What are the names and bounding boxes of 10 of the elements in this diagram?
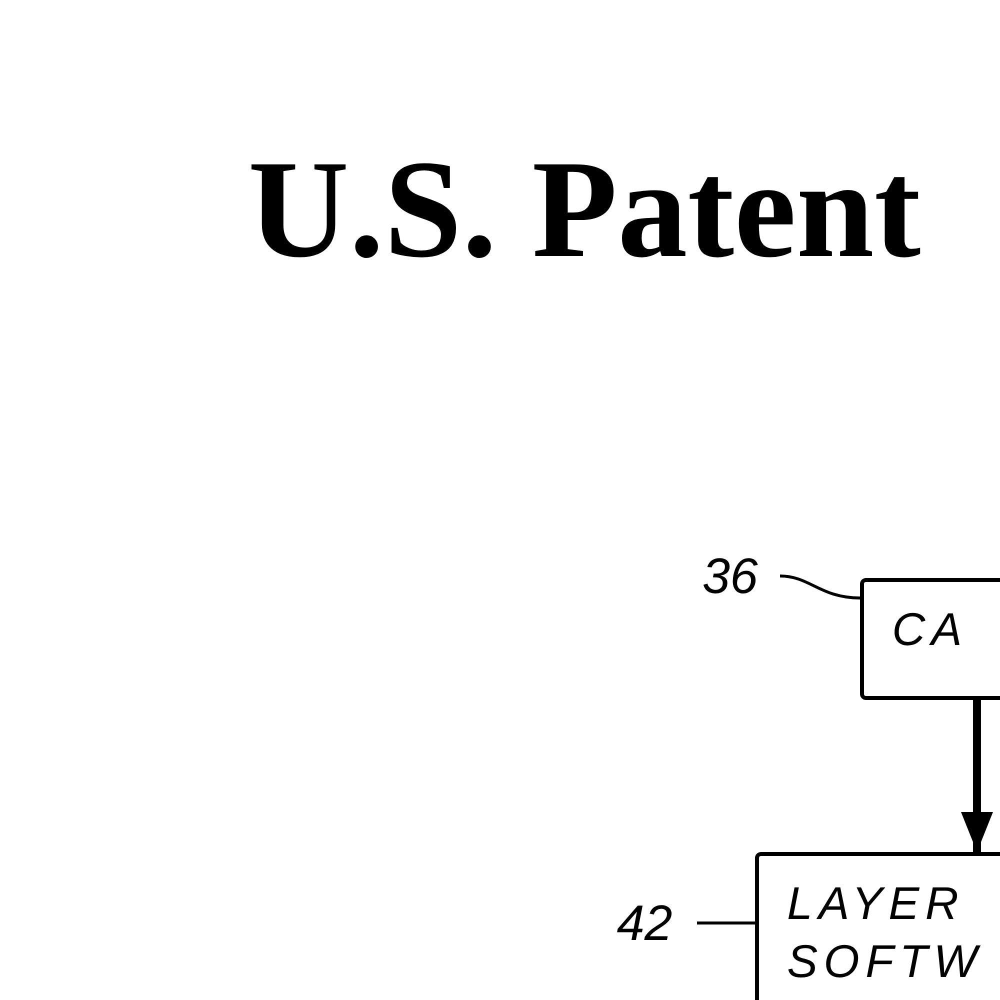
process-box — [755, 852, 1000, 1000]
reference-numeral: 36 — [702, 551, 758, 601]
box-label: LAYER SOFTW — [787, 876, 984, 989]
leader-line — [780, 574, 860, 600]
box-label: CA — [892, 602, 969, 657]
page-title: U.S. Patent — [248, 140, 921, 280]
reference-numeral: 42 — [616, 898, 672, 948]
process-box — [860, 578, 1000, 700]
arrow — [961, 700, 993, 852]
leader-line — [697, 922, 755, 924]
